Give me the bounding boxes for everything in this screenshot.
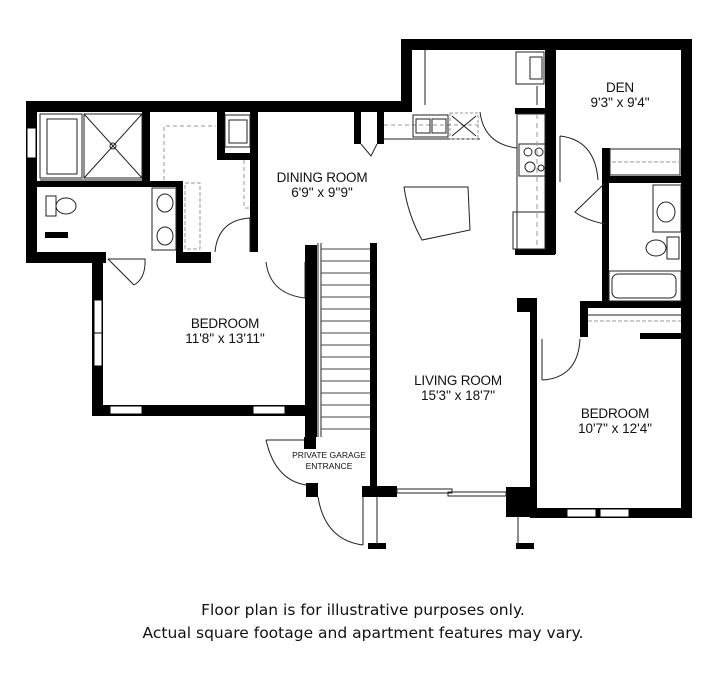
doors	[107, 111, 606, 546]
disclaimer-line-1: Floor plan is for illustrative purposes …	[201, 601, 525, 619]
room-dimensions: 10'7" x 12'4"	[577, 421, 653, 437]
garage-label-line-2: ENTRANCE	[305, 460, 353, 471]
room-label-living-room: LIVING ROOM 15'3" x 18'7"	[398, 373, 518, 403]
room-dimensions: 6'9" x 9''9"	[291, 185, 353, 201]
fixtures	[39, 50, 682, 437]
room-label-dining-room: DINING ROOM 6'9" x 9''9"	[262, 170, 382, 200]
room-name: DEN	[606, 80, 634, 95]
disclaimer-line-2: Actual square footage and apartment feat…	[142, 624, 584, 642]
stair-treads	[321, 248, 370, 430]
room-dimensions: 15'3" x 18'7"	[420, 388, 496, 404]
room-name: DINING ROOM	[276, 170, 368, 185]
garage-label-line-1: PRIVATE GARAGE	[292, 450, 366, 460]
room-label-bedroom-1: BEDROOM 11'8" x 13'11"	[155, 316, 295, 346]
room-label-den: DEN 9'3" x 9'4"	[570, 80, 670, 110]
room-dimensions: 11'8" x 13'11"	[185, 331, 265, 347]
floor-plan-drawing	[26, 39, 692, 549]
room-label-bedroom-2: BEDROOM 10'7" x 12'4"	[560, 406, 670, 436]
walls	[26, 39, 692, 549]
room-name: BEDROOM	[580, 406, 650, 421]
room-name: LIVING ROOM	[414, 373, 502, 388]
room-dimensions: 9'3" x 9'4"	[590, 95, 650, 111]
room-name: BEDROOM	[190, 316, 260, 331]
windows	[26, 127, 630, 518]
garage-entrance-label: PRIVATE GARAGE ENTRANCE	[284, 450, 374, 471]
